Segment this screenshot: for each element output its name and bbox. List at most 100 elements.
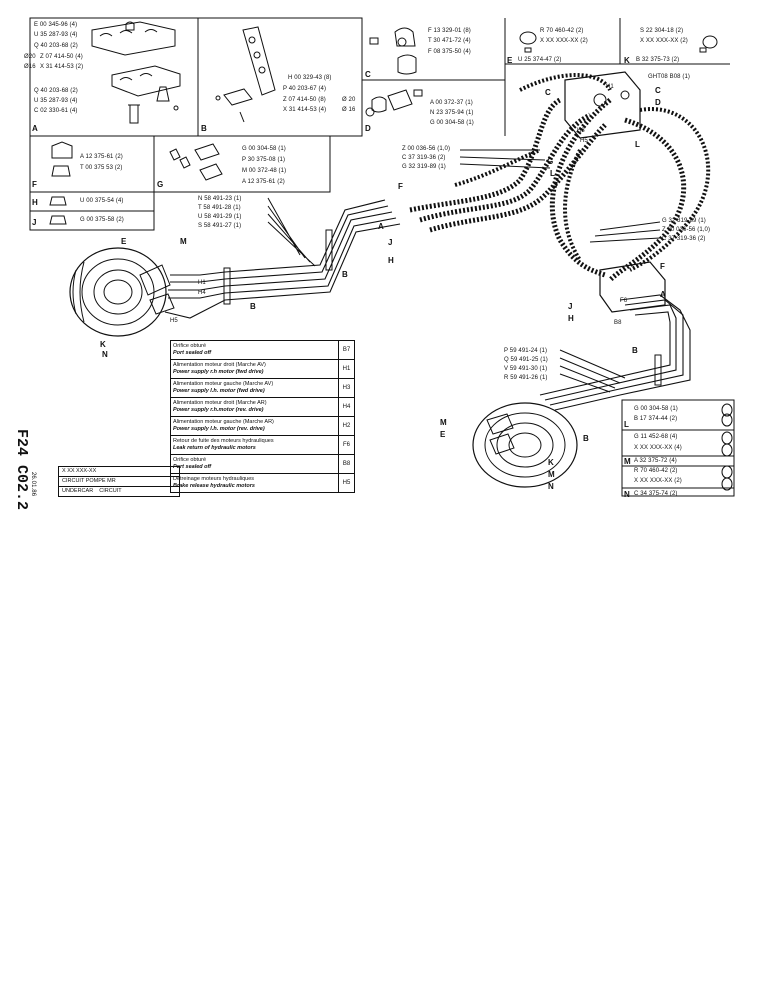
box-d-part-2: N 23 375-94 (1) <box>430 110 474 116</box>
box-h-letter: H <box>32 198 38 207</box>
legend-row: Retour de fuite des moteurs hydrauliques… <box>171 436 354 455</box>
legend-fr: Retour de fuite des moteurs hydrauliques <box>173 438 274 444</box>
box-n-letter: N <box>624 490 630 499</box>
box-g-letter: G <box>157 180 164 189</box>
legend-code: F6 <box>342 442 350 448</box>
port-h5-top: H5 <box>580 138 588 144</box>
callout-c-top: C <box>545 88 551 97</box>
detail-box-b-frame <box>197 17 363 137</box>
title-line-2a: UNDERCAR <box>62 488 94 494</box>
box-g-part-2: P 30 375-08 (1) <box>242 157 286 163</box>
legend-row: Alimentation moteur gauche (Marche AR)Po… <box>171 417 354 436</box>
hose-right-2: Z 00 036-56 (1,0) <box>662 227 711 233</box>
hose-left-3: U 58 491-29 (1) <box>198 214 242 220</box>
box-f-letter: F <box>32 180 37 189</box>
hose-right-3: C 37 319-36 (2) <box>662 236 706 242</box>
legend-en: Power supply r.h.motor (rev. drive) <box>173 406 264 413</box>
legend-fr: Alimentation moteur droit (Marche AV) <box>173 362 266 368</box>
callout-b-right: B <box>632 346 638 355</box>
sheet-reference: F24 C02.2 <box>13 425 56 510</box>
title-ref: X XX XXX-XX <box>59 467 179 477</box>
box-b-part-2: P 40 203-67 (4) <box>283 86 327 92</box>
box-h-part-1: U 00 375-54 (4) <box>80 198 124 204</box>
hose-right-1: G 32 319-89 (1) <box>662 218 706 224</box>
callout-m-lower-left: M <box>440 418 447 427</box>
callout-f-right: F <box>660 262 665 271</box>
box-l-part-3: G 11 452-68 (4) <box>634 434 678 440</box>
legend-code: B7 <box>342 347 351 353</box>
box-l-mark: X XX XXX-XX (4) <box>634 445 682 451</box>
legend-en: Port sealed off <box>173 463 212 470</box>
box-j-part-1: G 00 375-58 (2) <box>80 217 124 223</box>
detail-box-g-frame <box>153 135 331 193</box>
callout-d-right: D <box>655 98 661 107</box>
box-c-letter: C <box>365 70 371 79</box>
box-l-part-1: G 00 304-58 (1) <box>634 406 678 412</box>
legend-en: Brake release hydraulic motors <box>173 482 255 489</box>
port-h3-top: H3 <box>577 128 585 134</box>
box-a-part-8: C 02 330-61 (4) <box>34 108 78 114</box>
hose-lower-1: P 59 491-24 (1) <box>504 348 548 354</box>
legend-code: H3 <box>342 385 351 391</box>
sheet-code: F24 C02.2 <box>13 429 30 511</box>
left-motor-wheel <box>69 247 167 337</box>
detail-box-lmn-frame <box>621 399 735 497</box>
hose-left-4: S 58 491-27 (1) <box>198 223 242 229</box>
port-b8-mid: B8 <box>614 320 622 326</box>
legend-fr: Détreinage moteurs hydrauliques <box>173 476 255 482</box>
box-n-part-2: C 34 375-74 (2) <box>634 491 678 497</box>
callout-f-top: F <box>398 182 403 191</box>
box-e-letter: E <box>507 56 513 65</box>
box-b-letter: B <box>201 124 207 133</box>
box-n-mark: X XX XXX-XX (2) <box>634 478 682 484</box>
box-a-part-6: Q 40 203-68 (2) <box>34 88 78 94</box>
box-m-letter: M <box>624 457 631 466</box>
hose-lower-4: R 59 491-26 (1) <box>504 375 548 381</box>
box-a-part-5: X 31 414-53 (2) <box>40 64 84 70</box>
callout-e-left: E <box>121 237 127 246</box>
callout-j-mid: J <box>388 238 393 247</box>
box-m-part-1: A 32 375-72 (4) <box>634 458 677 464</box>
box-c-part-2: T 30 471-72 (4) <box>428 38 471 44</box>
legend-code: H1 <box>342 366 351 372</box>
callout-e-lower: E <box>440 430 446 439</box>
title-line-1: CIRCUIT POMPE MR <box>59 477 179 487</box>
legend-fr: Alimentation moteur droit (Marche AR) <box>173 400 267 406</box>
box-b-part-4: X 31 414-53 (4) <box>283 107 327 113</box>
callout-c-right: C <box>655 86 661 95</box>
box-n-part-1: R 70 460-42 (2) <box>634 468 678 474</box>
box-a-letter: A <box>32 124 38 133</box>
port-h1-top: H1 <box>606 84 614 90</box>
legend-fr: Alimentation moteur gauche (Marche AR) <box>173 419 274 425</box>
legend-code: H5 <box>342 480 351 486</box>
callout-k-lower: K <box>548 458 554 467</box>
title-block: X XX XXX-XX CIRCUIT POMPE MR UNDERCAR CI… <box>58 466 180 497</box>
port-f6-right: F6 <box>620 298 628 304</box>
legend-code: B8 <box>342 461 351 467</box>
callout-a-right: A <box>660 290 666 299</box>
hose-lower-3: V 59 491-30 (1) <box>504 366 548 372</box>
legend-row: Alimentation moteur droit (Marche AR)Pow… <box>171 398 354 417</box>
sheet-date: 26.01.86 <box>30 472 36 497</box>
box-c-part-1: F 13 329-01 (8) <box>428 28 471 34</box>
box-l-part-2: B 17 374-44 (2) <box>634 416 678 422</box>
box-f-part-2: T 00 375 53 (2) <box>80 165 123 171</box>
box-b-part-1: H 00 329-43 (8) <box>288 75 332 81</box>
box-a-part-2: U 35 287-93 (4) <box>34 32 78 38</box>
callout-m-lower: M <box>548 470 555 479</box>
hose-left-2: T 58 491-28 (1) <box>198 205 241 211</box>
box-b-d16: Ø 16 <box>342 107 356 113</box>
title-line-2b: CIRCUIT <box>99 488 122 494</box>
pump-label: GHT08 B08 (1) <box>648 74 690 80</box>
box-k-mark: X XX XXX-XX (2) <box>640 38 688 44</box>
callout-h-mid: H <box>388 256 394 265</box>
hose-top-3: G 32 319-89 (1) <box>402 164 446 170</box>
callout-l-top: L <box>550 169 555 178</box>
right-motor-wheel <box>472 402 578 488</box>
detail-box-f-frame <box>29 135 155 193</box>
